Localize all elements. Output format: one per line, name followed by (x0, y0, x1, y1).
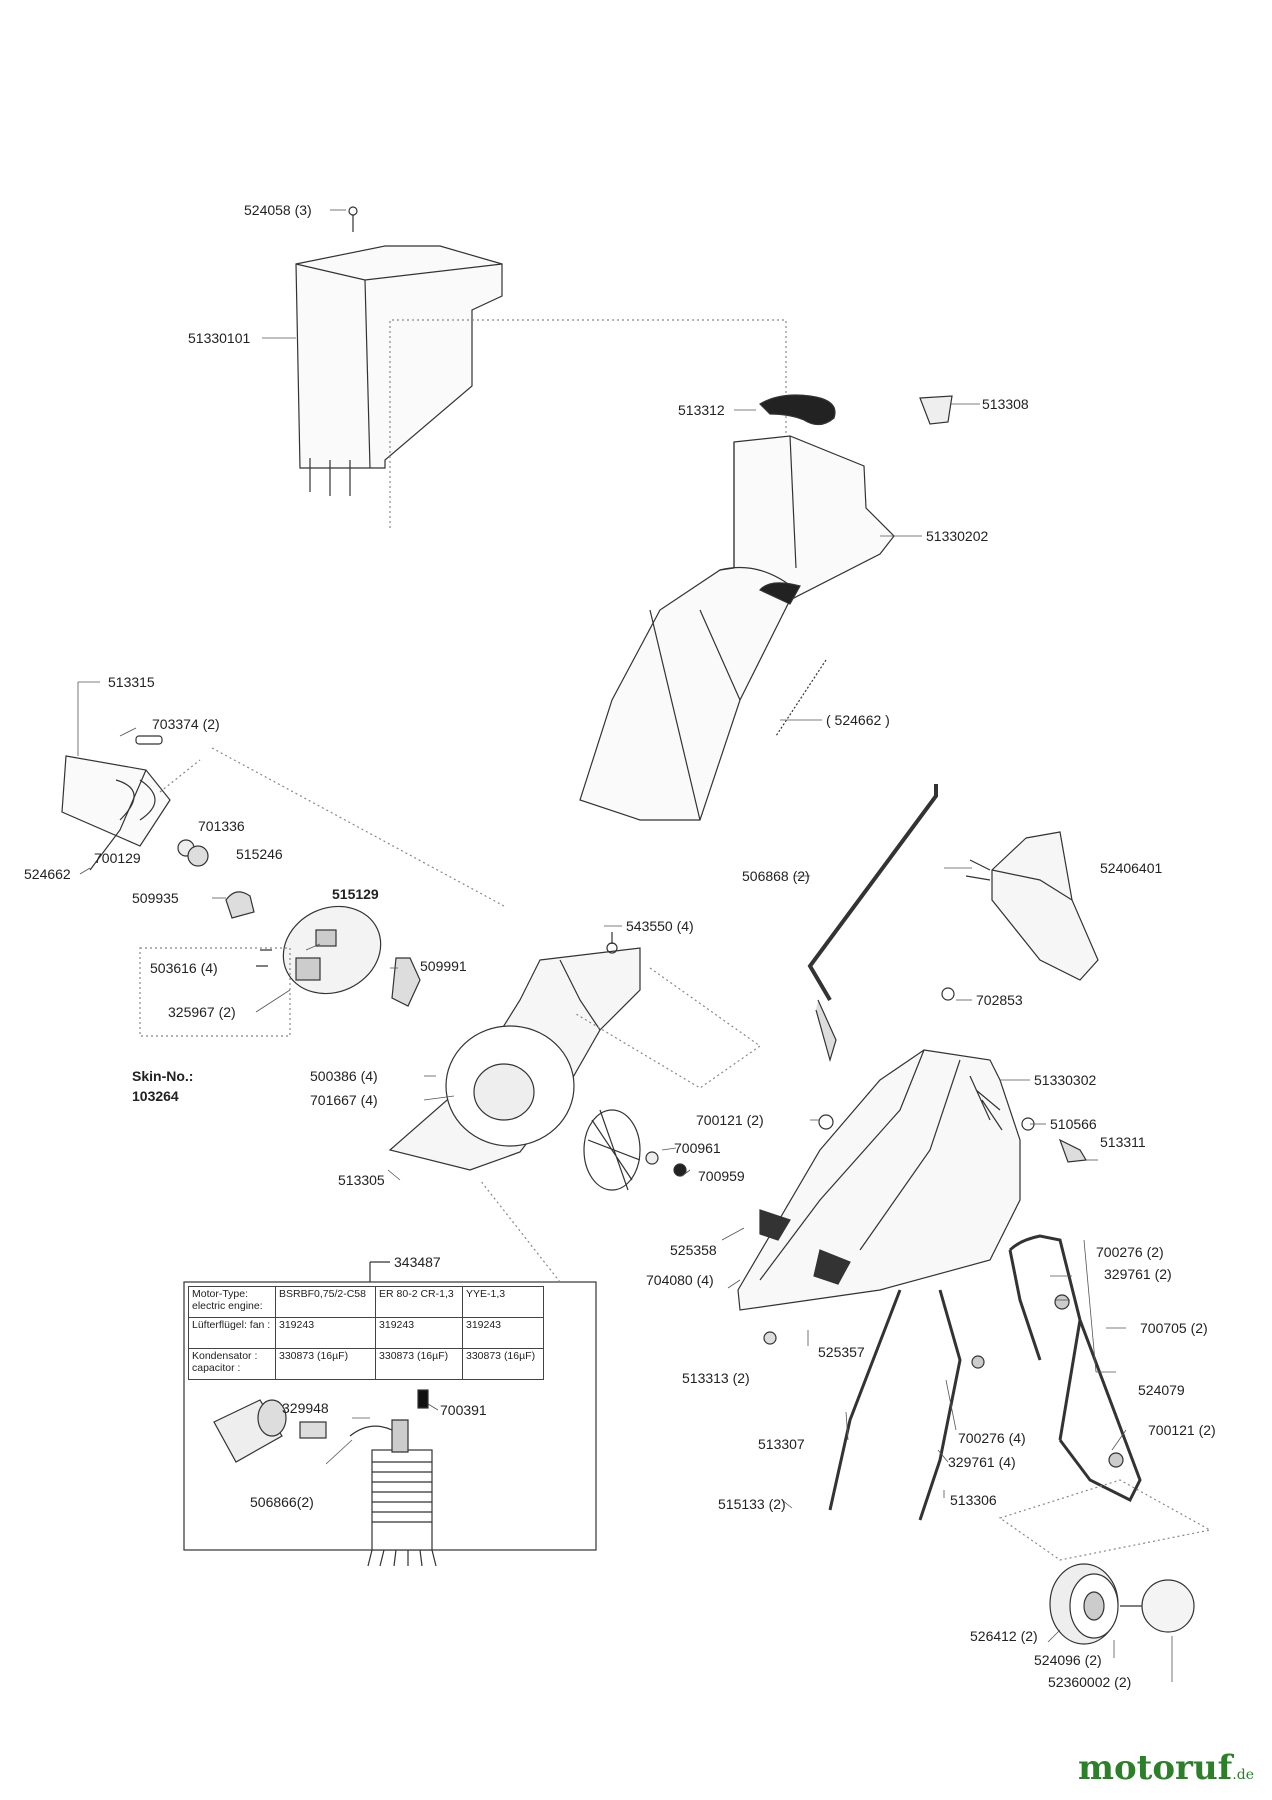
table-cell: Motor-Type: electric engine: (188, 1286, 276, 1318)
part-label: 506866(2) (250, 1494, 314, 1510)
brand-name: motoruf (1078, 1748, 1233, 1788)
mount-plate-part (282, 905, 382, 995)
part-label: 525358 (670, 1242, 717, 1258)
capacitor-part (213, 1399, 287, 1463)
skin-label: Skin-No.: (132, 1068, 194, 1084)
part-label: 524096 (2) (1034, 1652, 1102, 1668)
part-label: 509991 (420, 958, 467, 974)
table-cell: 330873 (16µF) (274, 1348, 377, 1380)
part-label: 513315 (108, 674, 155, 690)
table-cell: 330873 (16µF) (461, 1348, 545, 1380)
motor-housing-part (388, 947, 641, 1171)
part-label: 325967 (2) (168, 1004, 236, 1020)
part-label: 513306 (950, 1492, 997, 1508)
part-label: 509935 (132, 890, 179, 906)
brand-logo[interactable]: motoruf.de (1078, 1748, 1254, 1788)
part-label: 515133 (2) (718, 1496, 786, 1512)
table-cell: BSRBF0,75/2-C58 (274, 1286, 377, 1318)
table-cell: 319243 (461, 1317, 545, 1349)
part-label: 510566 (1050, 1116, 1097, 1132)
part-label: 329761 (4) (948, 1454, 1016, 1470)
part-label: 700961 (674, 1140, 721, 1156)
motor-spec-table: Motor-Type: electric engine: BSRBF0,75/2… (188, 1286, 545, 1380)
part-label: 700705 (2) (1140, 1320, 1208, 1336)
part-label: 343487 (394, 1254, 441, 1270)
wheel-part (1049, 1563, 1195, 1645)
table-row: Kondensator : capacitor : 330873 (16µF) … (188, 1348, 545, 1380)
part-label: 700121 (2) (696, 1112, 764, 1128)
table-cell: Lüfterflügel: fan : (188, 1317, 276, 1349)
part-label: 500386 (4) (310, 1068, 378, 1084)
part-label: 329761 (2) (1104, 1266, 1172, 1282)
part-label: 513312 (678, 402, 725, 418)
brand-suffix: .de (1232, 1767, 1254, 1783)
table-cell: 319243 (274, 1317, 377, 1349)
part-label: 503616 (4) (150, 960, 218, 976)
part-label: 702853 (976, 992, 1023, 1008)
part-label: 703374 (2) (152, 716, 220, 732)
part-label: 506868 (2) (742, 868, 810, 884)
table-row: Motor-Type: electric engine: BSRBF0,75/2… (188, 1286, 545, 1318)
table-cell: ER 80-2 CR-1,3 (375, 1286, 463, 1318)
part-label: 700391 (440, 1402, 487, 1418)
part-label: 329948 (282, 1400, 329, 1416)
part-label: 704080 (4) (646, 1272, 714, 1288)
part-label: 700129 (94, 850, 141, 866)
table-row: Lüfterflügel: fan : 319243 319243 319243 (188, 1317, 545, 1349)
main-frame-part (737, 1049, 1021, 1311)
part-label: 526412 (2) (970, 1628, 1038, 1644)
chute-part (579, 435, 895, 821)
part-label: 51330202 (926, 528, 989, 544)
part-label: 513307 (758, 1436, 805, 1452)
part-label: 701336 (198, 818, 245, 834)
part-label: 513308 (982, 396, 1029, 412)
part-label: 524079 (1138, 1382, 1185, 1398)
part-label: 700121 (2) (1148, 1422, 1216, 1438)
part-label: 515246 (236, 846, 283, 862)
flap-part (61, 735, 171, 871)
part-label: 700276 (4) (958, 1430, 1026, 1446)
part-label: 700276 (2) (1096, 1244, 1164, 1260)
motor-part (349, 1419, 437, 1567)
part-label: 51330101 (188, 330, 251, 346)
part-label: 513313 (2) (682, 1370, 750, 1386)
part-label: 524058 (3) (244, 202, 312, 218)
part-label: 525357 (818, 1344, 865, 1360)
part-label: 515129 (332, 886, 379, 902)
part-label: 513305 (338, 1172, 385, 1188)
part-label: 52360002 (2) (1048, 1674, 1132, 1690)
part-label: 701667 (4) (310, 1092, 378, 1108)
part-label: 700959 (698, 1168, 745, 1184)
skin-number: 103264 (132, 1088, 179, 1104)
part-label: 51330302 (1034, 1072, 1097, 1088)
switch-box-part (965, 831, 1099, 981)
table-cell: 319243 (375, 1317, 463, 1349)
part-label: 543550 (4) (626, 918, 694, 934)
table-cell: Kondensator : capacitor : (188, 1348, 276, 1380)
table-cell: YYE-1,3 (461, 1286, 545, 1318)
table-cell: 330873 (16µF) (375, 1348, 463, 1380)
support-legs-part (828, 1234, 1142, 1521)
part-label: 524662 (24, 866, 71, 882)
part-label: 513311 (1100, 1134, 1146, 1150)
part-label: ( 524662 ) (826, 712, 890, 728)
part-label: 52406401 (1100, 860, 1163, 876)
hopper-upper-part (295, 206, 503, 496)
